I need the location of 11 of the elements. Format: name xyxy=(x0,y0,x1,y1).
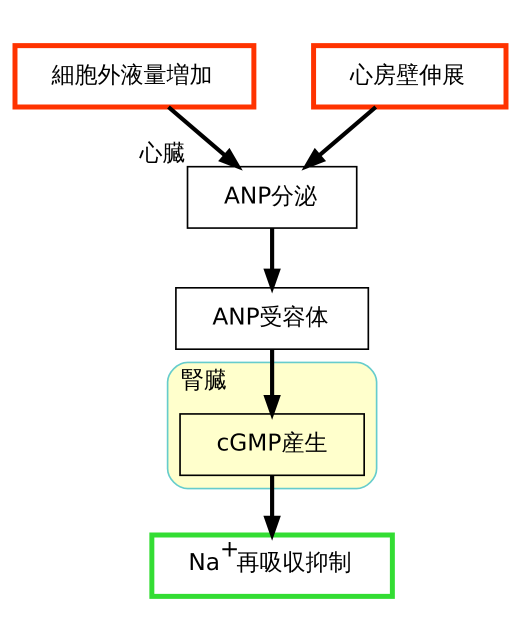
node-label: 心臓 xyxy=(139,138,186,166)
node-box: cGMP産生 xyxy=(179,412,365,476)
arrow xyxy=(167,105,243,170)
node-box: 細胞外液量増加 xyxy=(12,42,256,109)
arrow xyxy=(301,105,378,170)
arrow xyxy=(263,228,281,294)
arrow xyxy=(263,474,281,540)
node-box: ANP受容体 xyxy=(175,286,370,350)
arrow xyxy=(263,348,281,420)
node-box: ANP分泌 xyxy=(186,165,358,228)
node-box: 心房壁伸展 xyxy=(311,42,508,109)
